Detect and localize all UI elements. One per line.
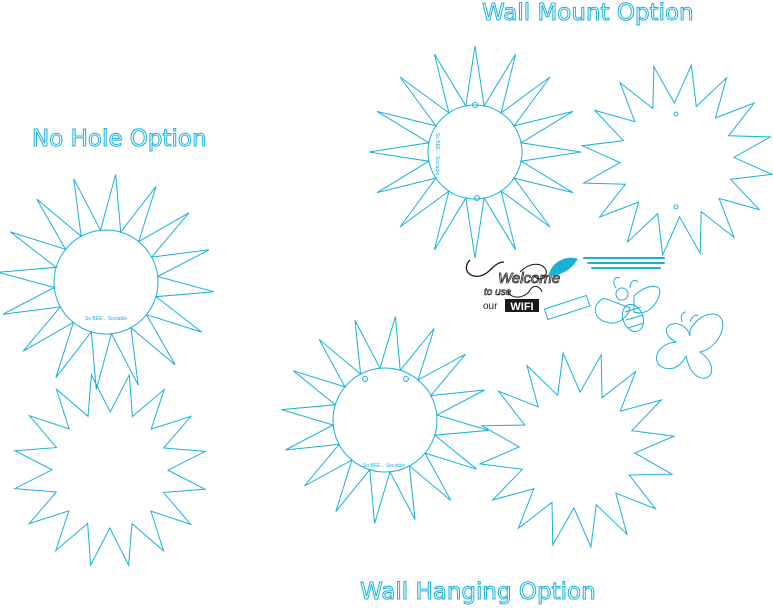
wifi-sign-our: our: [483, 301, 498, 312]
small-plaque: [543, 294, 591, 321]
wifi-sign-wifi: WIFI: [510, 301, 533, 313]
sun-wall-hanging-center-circle: [332, 367, 438, 473]
sun-wall-mount-center-circle: [427, 104, 523, 200]
sun-text-wall-mount: So BEE... Sociable: [434, 133, 440, 175]
wifi-sign-welcome: Welcome: [498, 270, 560, 287]
mount-hole-right-sun-bottom: [673, 204, 679, 210]
wifi-sign-to-use: to use: [484, 287, 512, 298]
sun-text-wall-hanging: So BEE... Sociable: [363, 463, 405, 469]
hanging-hole-left: [362, 376, 368, 382]
bee-icon: [594, 277, 661, 333]
wifi-word-box: [505, 299, 539, 312]
hanging-hole-right: [403, 376, 409, 382]
sun-text-no-hole: So BEE... Sociable: [85, 316, 127, 322]
sun-no-hole-outline: [0, 174, 214, 390]
no-hole-option-label: No Hole Option: [32, 126, 208, 153]
wall-mount-option-label: Wall Mount Option: [482, 0, 695, 27]
fine-print-block: [583, 257, 665, 269]
sun-wall-mount-outline: [368, 45, 582, 259]
mount-hole-top: [472, 102, 478, 108]
sun-wall-mount-blank-outline: [580, 63, 773, 257]
mount-hole-right-sun-top: [673, 111, 679, 117]
wifi-sign-tail-icon: [519, 263, 547, 280]
wifi-sign: Welcome to use our WIFI: [465, 259, 561, 313]
sun-wall-hanging-outline: [281, 316, 489, 524]
mount-hole-bottom: [474, 195, 480, 201]
sun-no-hole-center-circle: [53, 229, 159, 335]
butterfly-icon: [656, 311, 724, 379]
wifi-swirl-icon: [507, 285, 543, 298]
sun-wall-hanging-blank-outline: [478, 351, 676, 549]
wall-hanging-option-label: Wall Hanging Option: [360, 579, 597, 606]
wing-shape-icon: [548, 257, 578, 277]
sun-no-hole-blank-outline: [12, 372, 208, 568]
